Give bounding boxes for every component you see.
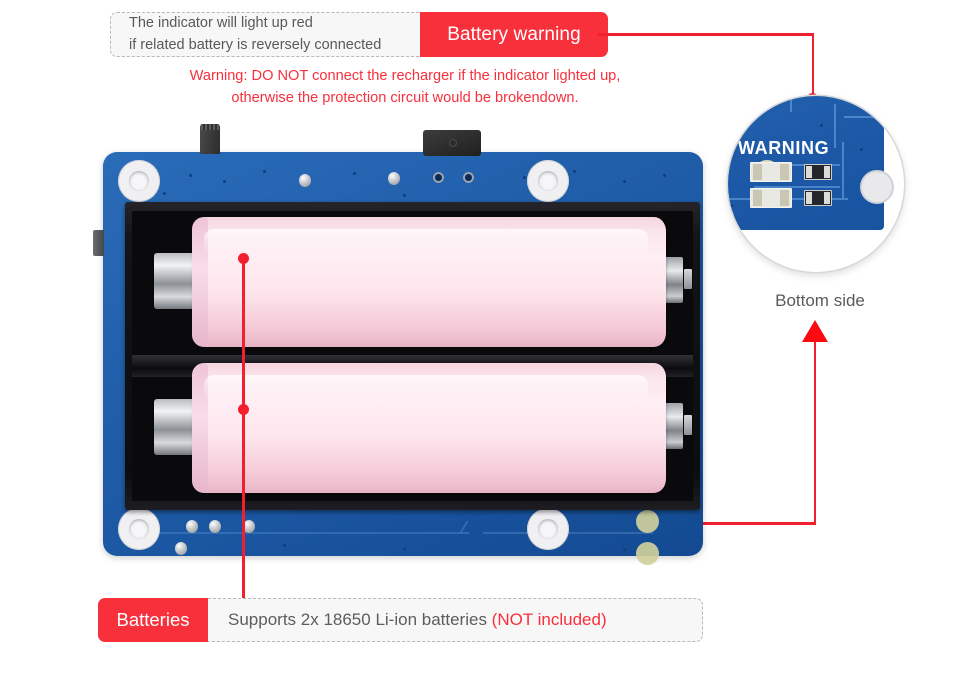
- mounting-hole-edge: [860, 170, 894, 204]
- battery-cell-top: [192, 217, 666, 347]
- bottom-callout-text: Supports 2x 18650 Li-ion batteries (NOT …: [208, 598, 703, 642]
- top-connector-wide: [423, 130, 481, 156]
- top-connector-small: [200, 124, 220, 154]
- led-pad-upper: [636, 510, 659, 533]
- leader-line-bottom-horizontal: [648, 522, 816, 525]
- resistor-component-2: [804, 190, 832, 206]
- led-pad-lower: [636, 542, 659, 565]
- silkscreen-warning-text: WARNING: [738, 138, 830, 158]
- mounting-hole-top-right: [527, 160, 569, 202]
- battery-spring-bottom-left: [154, 399, 196, 455]
- bottom-side-caption: Bottom side: [775, 291, 865, 310]
- magnified-pcb: WARNING: [728, 96, 894, 230]
- warning-note-line2: otherwise the protection circuit would b…: [231, 89, 579, 106]
- top-callout-text: The indicator will light up red if relat…: [110, 12, 420, 57]
- led-component-2: [750, 188, 792, 208]
- top-callout-tag: Battery warning: [420, 12, 608, 57]
- bottom-callout-batteries: Batteries Supports 2x 18650 Li-ion batte…: [98, 598, 703, 642]
- bottom-side-arrow-icon: [802, 320, 828, 342]
- leader-line-bottom-vertical: [813, 341, 816, 524]
- mounting-hole-bottom-left: [118, 508, 160, 550]
- top-callout-indicator: The indicator will light up red if relat…: [110, 12, 608, 57]
- mounting-hole-bottom-right: [527, 508, 569, 550]
- top-callout-line2: if related battery is reversely connecte…: [129, 36, 382, 53]
- led-component-1: [750, 162, 792, 182]
- left-edge-connector: [93, 230, 104, 256]
- leader-line-top-horizontal: [598, 33, 814, 36]
- bottom-callout-main-text: Supports 2x 18650 Li-ion batteries: [228, 610, 492, 629]
- battery-holder: [125, 202, 700, 510]
- leader-line-top-vertical: [811, 33, 814, 99]
- battery-cell-bottom: [192, 363, 666, 493]
- resistor-component-1: [804, 164, 832, 180]
- battery-spring-top-left: [154, 253, 196, 309]
- battery-bay-top: [132, 211, 693, 355]
- bottom-callout-accent-text: (NOT included): [491, 610, 607, 629]
- battery-hat-board-photo: [93, 124, 703, 565]
- battery-bay-bottom: [132, 357, 693, 501]
- top-callout-line1: The indicator will light up red: [129, 15, 313, 32]
- leader-line-batteries-vertical: [242, 258, 245, 600]
- warning-note-line1: Warning: DO NOT connect the recharger if…: [189, 68, 621, 84]
- mounting-hole-top-left: [118, 160, 160, 202]
- warning-note: Warning: DO NOT connect the recharger if…: [110, 66, 700, 110]
- bottom-callout-tag: Batteries: [98, 598, 208, 642]
- magnifier-bottom-side: WARNING: [728, 96, 904, 272]
